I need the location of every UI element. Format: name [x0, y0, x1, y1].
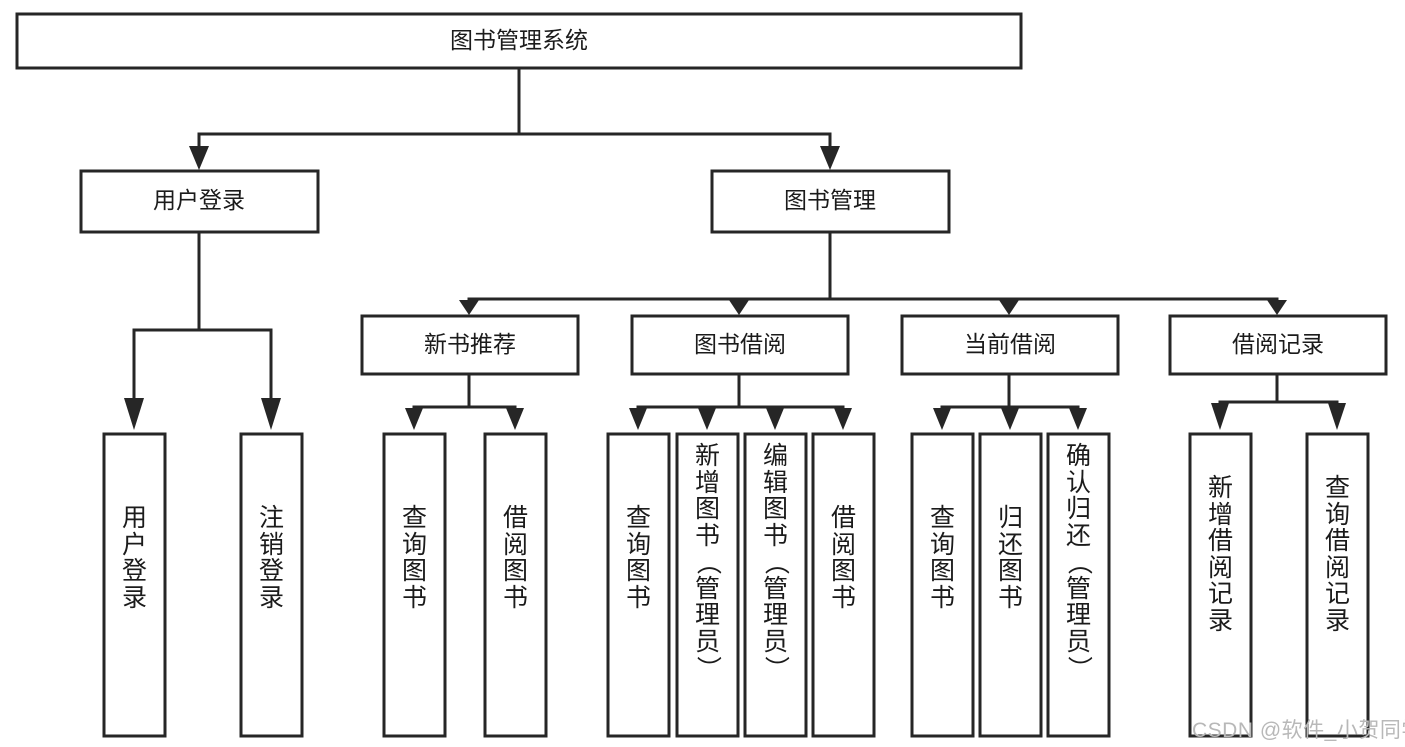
node-new-book-recommend[interactable]: 新书推荐	[360, 314, 580, 376]
leaf-box-borrow-3[interactable]	[743, 432, 808, 738]
connectors-group	[124, 66, 1346, 430]
leaf-box-user-login-1[interactable]	[102, 432, 167, 738]
node-current-borrow-rect[interactable]	[900, 314, 1120, 376]
arrowhead-leaf-current-2	[1001, 408, 1019, 430]
arrowhead-leaf-borrow-4	[834, 408, 852, 430]
node-book-manage[interactable]: 图书管理	[710, 169, 951, 234]
node-user-login[interactable]: 用户登录	[79, 169, 320, 234]
leaf-box-record-1[interactable]	[1188, 432, 1253, 738]
arrowhead-leaf-user-login-2	[261, 398, 281, 430]
arrowhead-leaf-record-2	[1328, 403, 1346, 430]
arrowhead-leaf-borrow-1	[629, 408, 647, 430]
node-borrow-record-label: 借阅记录	[1232, 331, 1324, 357]
node-borrow-record-rect[interactable]	[1168, 314, 1388, 376]
watermark-label: CSDN @软件_小贺同学	[1192, 719, 1405, 742]
node-book-borrow[interactable]: 图书借阅	[630, 314, 850, 376]
arrowhead-leaf-borrow-2	[698, 408, 716, 430]
arrowhead-leaf-current-1	[933, 408, 951, 430]
arrowhead-level3-3	[999, 300, 1019, 315]
node-current-borrow[interactable]: 当前借阅	[900, 314, 1120, 376]
leaf-box-current-3[interactable]	[1046, 432, 1111, 738]
leaf-box-borrow-1[interactable]	[606, 432, 671, 738]
arrowhead-level3-2	[729, 300, 749, 315]
node-current-borrow-label: 当前借阅	[964, 331, 1056, 357]
arrowhead-leaf-record-1	[1211, 403, 1229, 430]
arrowhead-level3-1	[459, 300, 479, 315]
arrowhead-user-login	[189, 146, 209, 170]
arrowhead-leaf-user-login-1	[124, 398, 144, 430]
node-borrow-record[interactable]: 借阅记录	[1168, 314, 1388, 376]
node-new-book-recommend-rect[interactable]	[360, 314, 580, 376]
node-root-rect[interactable]	[15, 12, 1023, 70]
arrowhead-leaf-recommend-1	[405, 408, 423, 430]
leaf-box-record-2[interactable]	[1305, 432, 1370, 738]
node-book-manage-label: 图书管理	[784, 187, 876, 213]
leaf-box-borrow-2[interactable]	[675, 432, 740, 738]
leaf-box-recommend-1[interactable]	[382, 432, 447, 738]
leaf-box-recommend-2[interactable]	[483, 432, 548, 738]
arrowhead-book-manage	[820, 146, 840, 170]
leaf-box-current-2[interactable]	[978, 432, 1043, 738]
arrowhead-leaf-borrow-3	[766, 408, 784, 430]
node-user-login-label: 用户登录	[153, 187, 245, 213]
node-book-borrow-label: 图书借阅	[694, 331, 786, 357]
arrowhead-leaf-current-3	[1069, 408, 1087, 430]
node-book-manage-rect[interactable]	[710, 169, 951, 234]
node-book-borrow-rect[interactable]	[630, 314, 850, 376]
node-root[interactable]: 图书管理系统	[15, 12, 1023, 70]
leaf-box-borrow-4[interactable]	[811, 432, 876, 738]
leaf-box-user-login-2[interactable]	[239, 432, 304, 738]
arrowhead-leaf-recommend-2	[506, 408, 524, 430]
node-new-book-recommend-label: 新书推荐	[424, 331, 516, 357]
leaf-box-current-1[interactable]	[910, 432, 975, 738]
arrowhead-level3-4	[1267, 300, 1287, 315]
node-root-label: 图书管理系统	[450, 27, 588, 53]
node-user-login-rect[interactable]	[79, 169, 320, 234]
